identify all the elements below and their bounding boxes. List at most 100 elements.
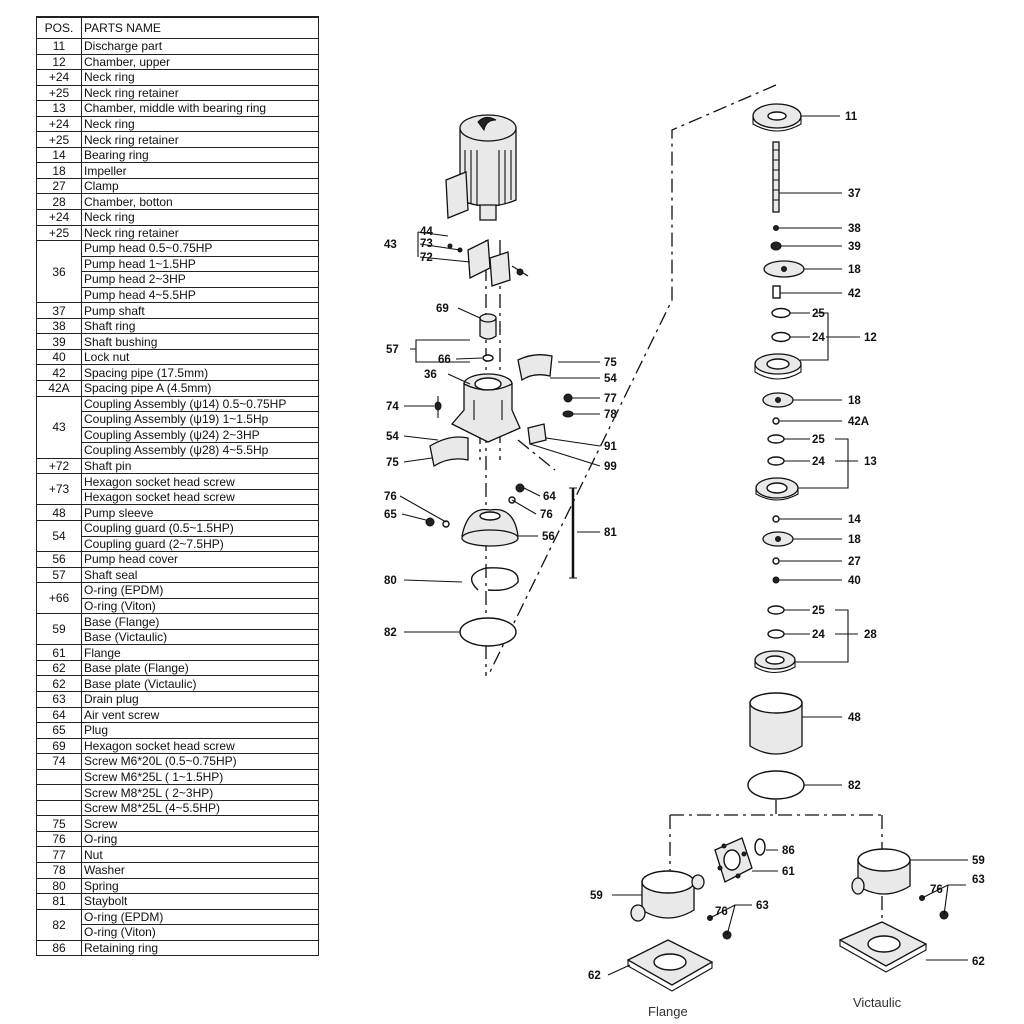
part-pos: 65 (36, 722, 82, 739)
label-82-right: 82 (848, 780, 861, 792)
parts-table-header: POS. PARTS NAME (36, 16, 319, 39)
air-vent-screw (515, 483, 525, 493)
part-pos (36, 799, 82, 817)
label-36: 36 (424, 369, 437, 381)
label-18-c: 18 (848, 534, 861, 546)
neck-ring-1 (771, 331, 791, 343)
part-pos: 13 (36, 100, 82, 117)
part-pos: 61 (36, 644, 82, 661)
part-pos: +24 (36, 209, 82, 226)
base-plate-flange (626, 939, 714, 992)
label-61: 61 (782, 866, 795, 878)
part-pos: 54 (36, 519, 82, 553)
part-name: Shaft bushing (81, 333, 319, 350)
part-pos: 42 (36, 364, 82, 382)
base-flange (630, 870, 705, 922)
part-pos: 63 (36, 690, 82, 708)
part-pos: 78 (36, 861, 82, 879)
o-ring-lower (747, 770, 805, 800)
part-name: Coupling guard (2~7.5HP) (81, 535, 319, 553)
washer-78 (562, 410, 574, 418)
label-65: 65 (384, 509, 397, 521)
label-80: 80 (384, 575, 397, 587)
label-86: 86 (782, 845, 795, 857)
part-pos: +73 (36, 473, 82, 506)
part-name: Pump head 0.5~0.75HP (81, 240, 319, 257)
spacing-pipe-a (772, 417, 780, 425)
part-name: Spring (81, 877, 319, 895)
part-pos: 86 (36, 939, 82, 957)
part-name: Base plate (Victaulic) (81, 675, 319, 692)
label-18-b: 18 (848, 395, 861, 407)
part-pos: 74 (36, 753, 82, 770)
part-name: Coupling Assembly (ψ28) 4~5.5Hp (81, 442, 319, 459)
label-25-b: 25 (812, 434, 825, 446)
part-pos: 62 (36, 675, 82, 692)
label-27: 27 (848, 556, 861, 568)
part-name: Chamber, middle with bearing ring (81, 100, 319, 117)
part-pos: +72 (36, 457, 82, 475)
label-54-b: 54 (386, 431, 399, 443)
neck-ring-retainer-1 (771, 307, 791, 319)
part-pos: +25 (36, 131, 82, 148)
stack-labels: 11 37 38 39 18 42 25 24 12 18 42A 25 24 … (812, 111, 877, 792)
part-name: Base plate (Flange) (81, 659, 319, 677)
flange-base-group (607, 837, 778, 992)
label-81: 81 (604, 527, 617, 539)
part-pos: +66 (36, 582, 82, 615)
chamber-upper (754, 353, 802, 380)
part-pos: 59 (36, 613, 82, 646)
label-25-c: 25 (812, 605, 825, 617)
part-name: Chamber, upper (81, 53, 319, 71)
retaining-ring (754, 838, 766, 856)
label-42a: 42A (848, 416, 869, 428)
part-name: Neck ring (81, 69, 319, 86)
label-99: 99 (604, 461, 617, 473)
part-pos (36, 768, 82, 786)
label-75-b: 75 (386, 457, 399, 469)
flange-part (714, 837, 753, 883)
label-24-a: 24 (812, 332, 825, 344)
part-name: Screw M6*20L (0.5~0.75HP) (81, 753, 319, 770)
label-37: 37 (848, 188, 861, 200)
label-14: 14 (848, 514, 861, 526)
header-pos: POS. (36, 16, 82, 39)
neck-ring-retainer-2 (767, 434, 785, 444)
part-name: Bearing ring (81, 146, 319, 164)
discharge-part (752, 103, 802, 132)
part-name: Coupling Assembly (ψ19) 1~1.5Hp (81, 411, 319, 428)
part-name: Coupling Assembly (ψ14) 0.5~0.75HP (81, 395, 319, 413)
part-name: Spacing pipe A (4.5mm) (81, 380, 319, 397)
table-row: Screw M6*25L ( 1~1.5HP) (36, 768, 319, 786)
part-name: Base (Victaulic) (81, 628, 319, 646)
part-name: Base (Flange) (81, 613, 319, 630)
part-name: Pump head cover (81, 551, 319, 568)
assembly-guide-lines (479, 84, 883, 930)
part-name: Neck ring (81, 209, 319, 226)
chamber-bottom (754, 650, 796, 674)
motor (445, 114, 517, 221)
part-name: Neck ring retainer (81, 84, 319, 102)
part-name: Lock nut (81, 348, 319, 366)
label-73: 73 (420, 238, 433, 250)
bearing-ring (772, 515, 780, 523)
plug-65 (425, 517, 435, 527)
part-pos: 40 (36, 348, 82, 366)
part-pos: 76 (36, 830, 82, 848)
label-72: 72 (420, 252, 433, 264)
label-69: 69 (436, 303, 449, 315)
part-name: Pump shaft (81, 302, 319, 319)
part-name: Pump head 1~1.5HP (81, 255, 319, 273)
part-name: Hexagon socket head screw (81, 473, 319, 490)
label-18-a: 18 (848, 264, 861, 276)
